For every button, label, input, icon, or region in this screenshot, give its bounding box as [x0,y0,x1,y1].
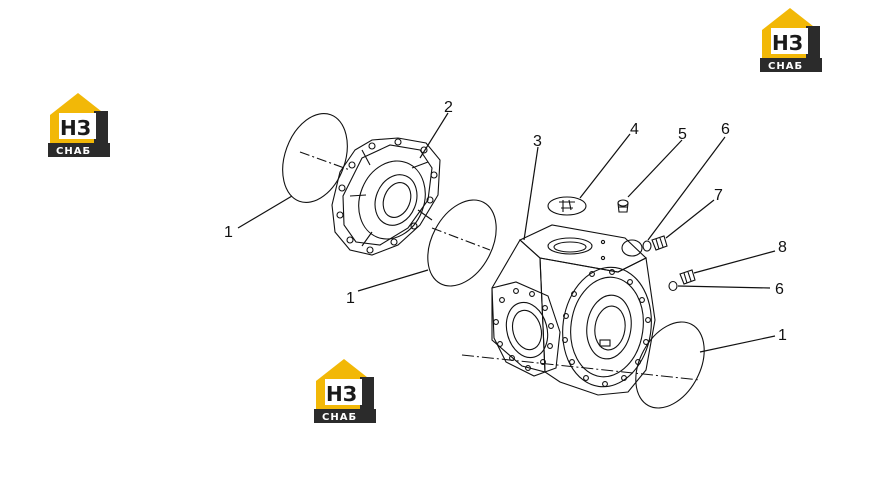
callout-gasket-left: 1 [224,224,233,241]
logo-word: СНАБ [56,146,91,157]
plug-lower [679,269,696,285]
vent-plug [617,199,629,213]
washer-upper [642,240,652,252]
logo-letters: НЗ [60,116,91,140]
leader-lines [237,112,776,353]
logo-bottom: НЗ СНАБ [314,359,376,423]
washer-lower [668,280,678,292]
logo-top-right: НЗ СНАБ [760,8,822,72]
callout-vent-plug: 5 [678,126,687,143]
callout-washer-upper: 6 [721,121,730,138]
logo-word: СНАБ [322,412,357,423]
gasket-left [282,113,351,203]
plug-upper [651,235,668,251]
callout-cover-flange: 2 [444,99,453,116]
callout-washer-lower: 6 [775,281,784,298]
gasket-right [635,321,705,409]
center-axis [461,354,701,381]
callout-gasket-middle: 1 [346,290,355,307]
callout-plug-upper: 7 [714,187,723,204]
callout-gasket-right: 1 [778,327,787,344]
logo-letters: НЗ [772,31,803,55]
callout-plug-lower: 8 [778,239,787,256]
logo-letters: НЗ [326,382,357,406]
logo-left: НЗ СНАБ [48,93,110,157]
logo-word: СНАБ [768,61,803,72]
cover-flange [331,137,441,256]
gasket-middle [427,199,497,287]
top-cap [547,196,587,216]
housing-body [491,224,656,396]
callout-top-cap: 4 [630,121,639,138]
callout-housing-body: 3 [533,133,542,150]
